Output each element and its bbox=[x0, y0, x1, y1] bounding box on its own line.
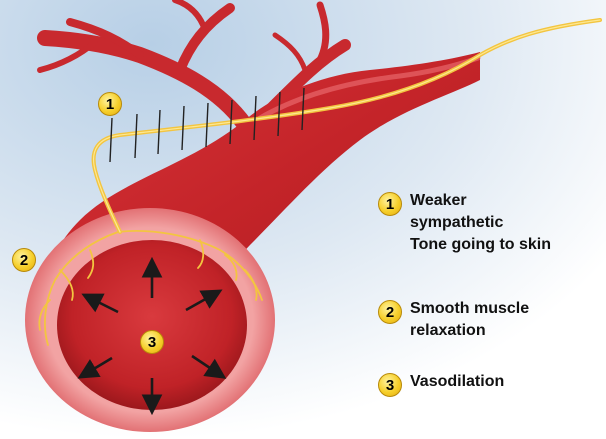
legend-1-line-3: Tone going to skin bbox=[410, 234, 606, 256]
legend-badge-1: 1 bbox=[378, 192, 402, 216]
legend-3-line-1: Vasodilation bbox=[410, 371, 606, 393]
legend-2-line-1: Smooth muscle bbox=[410, 298, 606, 320]
legend-1-line-1: Weaker bbox=[410, 190, 606, 212]
legend-badge-2: 2 bbox=[378, 300, 402, 324]
legend-item-3: 3 Vasodilation bbox=[378, 371, 606, 397]
marker-3-lumen: 3 bbox=[140, 330, 164, 354]
legend-item-2: 2 Smooth muscle relaxation bbox=[378, 298, 606, 342]
marker-2-muscle: 2 bbox=[12, 248, 36, 272]
marker-1-nerve: 1 bbox=[98, 92, 122, 116]
legend-1-line-2: sympathetic bbox=[410, 212, 606, 234]
legend-2-line-2: relaxation bbox=[410, 320, 606, 342]
legend-item-1: 1 Weaker sympathetic Tone going to skin bbox=[378, 190, 606, 256]
legend-badge-3: 3 bbox=[378, 373, 402, 397]
